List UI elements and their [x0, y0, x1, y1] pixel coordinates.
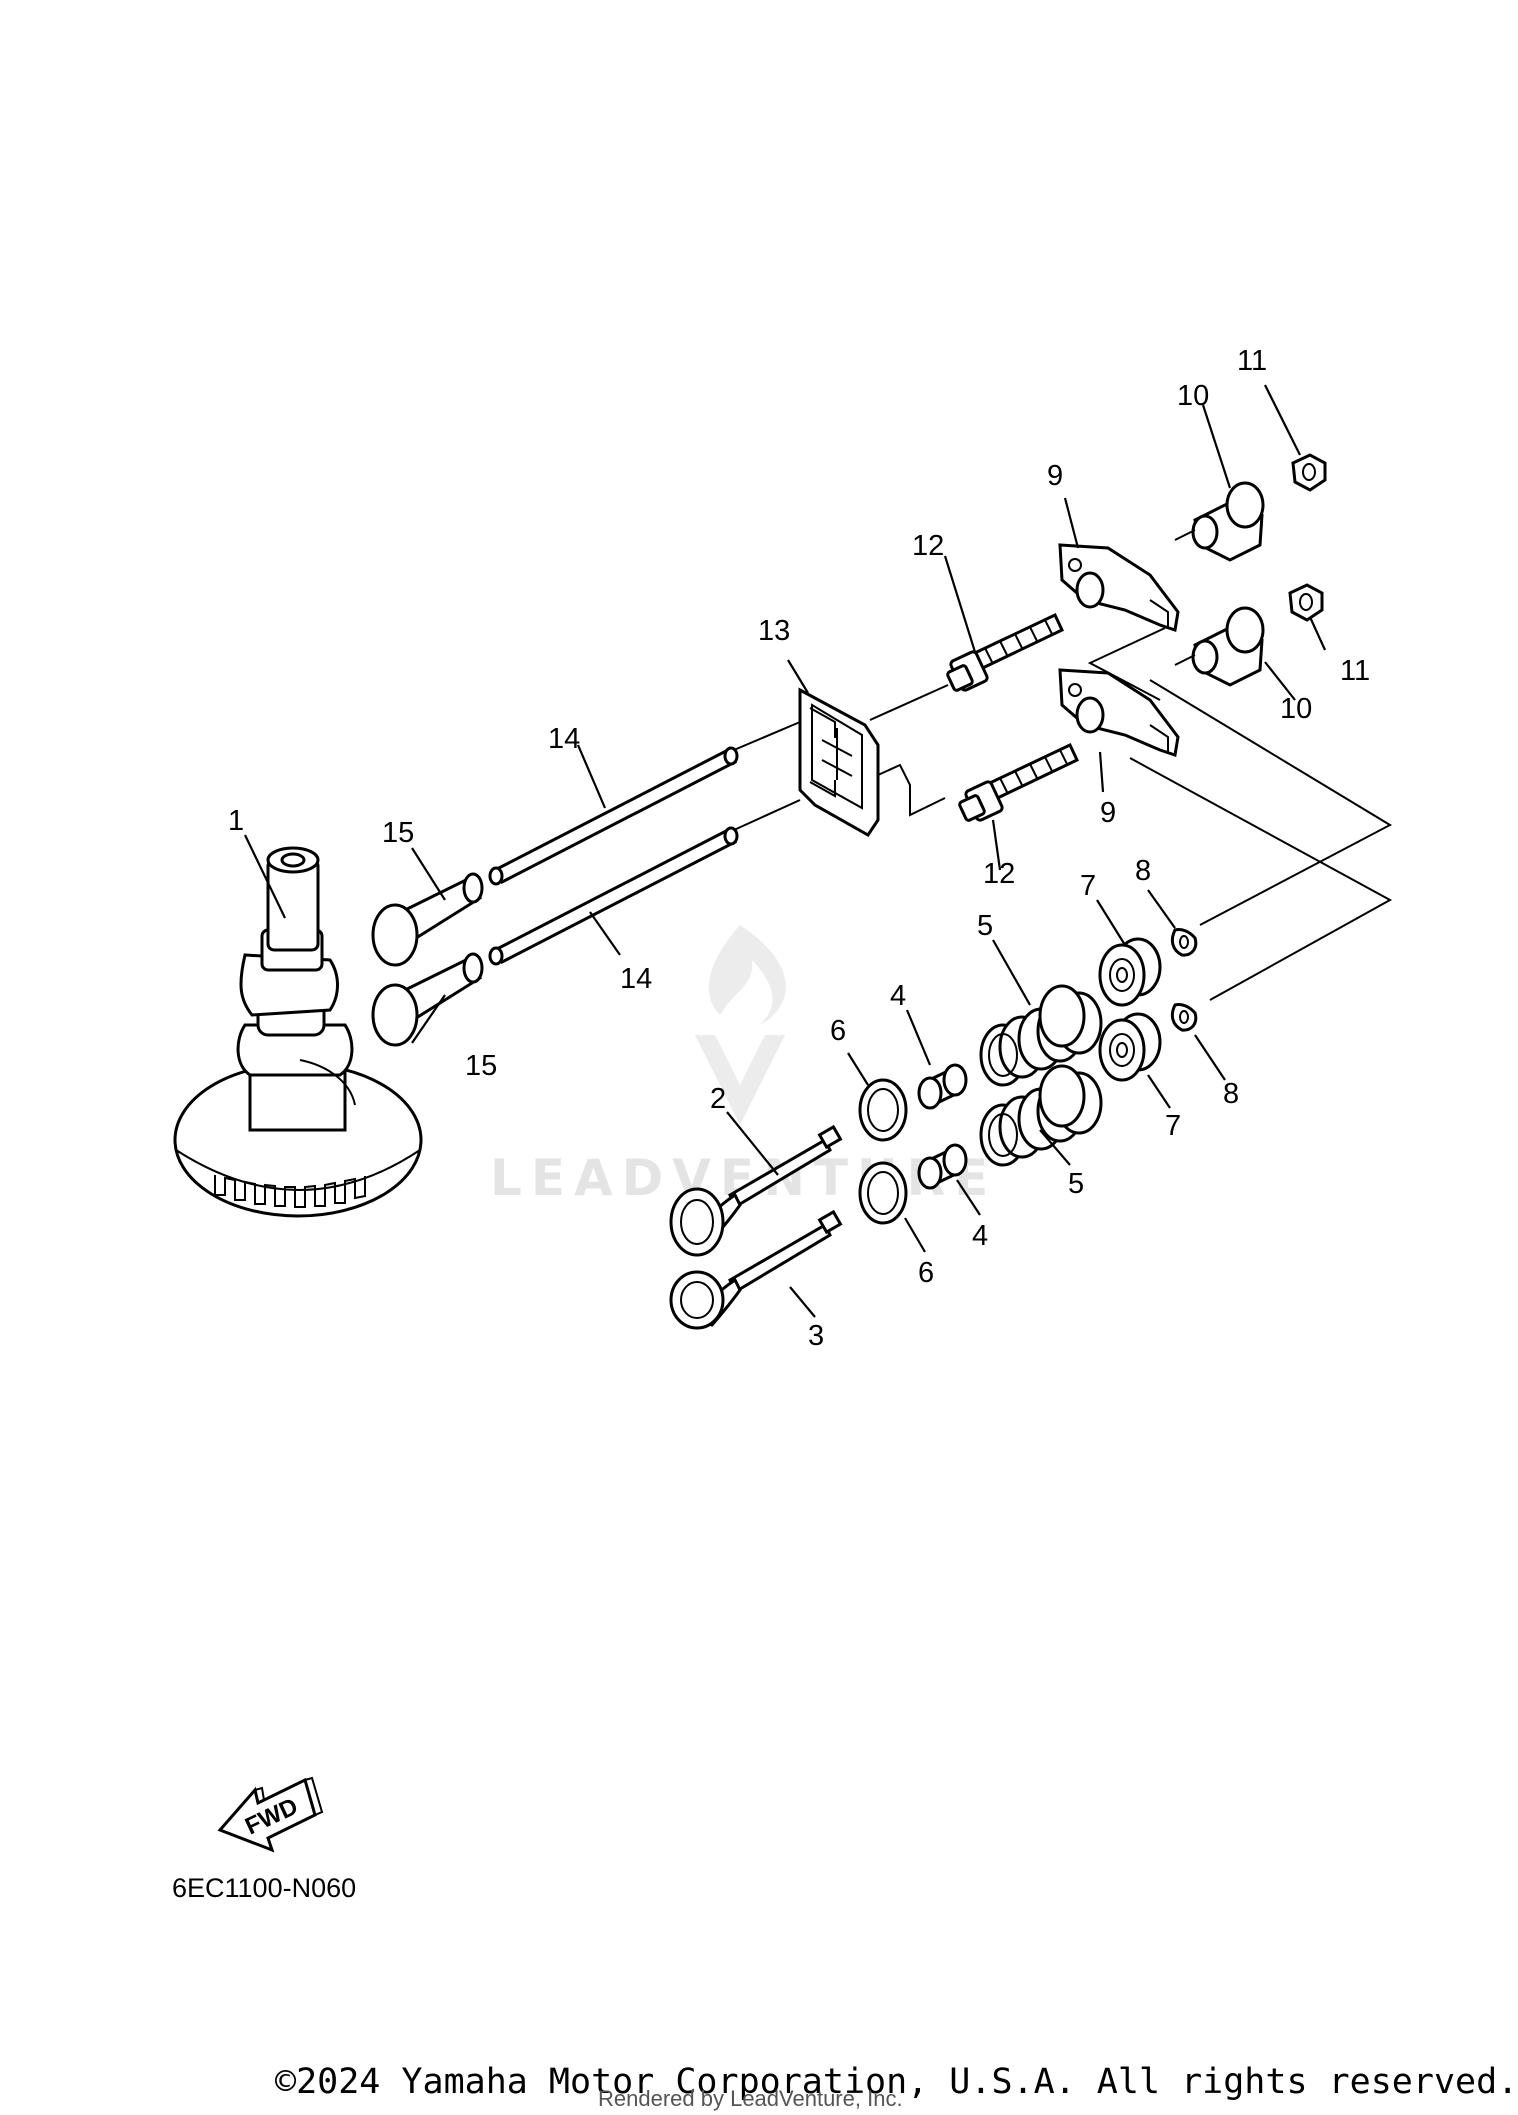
callout-14-lower: 14 [620, 963, 652, 995]
callout-14-upper: 14 [548, 723, 580, 755]
rocker-arm-stud-upper[interactable] [946, 612, 1064, 692]
valve-spring-upper[interactable] [979, 984, 1103, 1087]
rendered-by-credit: Rendered by LeadVenture, Inc. [598, 2086, 903, 2111]
callout-11-lower: 11 [1340, 655, 1370, 687]
valve-spring-retainer-lower[interactable] [1098, 1012, 1162, 1082]
callout-1: 1 [228, 805, 244, 837]
callout-2: 2 [710, 1083, 726, 1115]
leader-lines [244, 384, 1327, 1318]
fwd-arrow-icon: FWD [217, 1776, 324, 1853]
callout-7-lower: 7 [1165, 1110, 1181, 1142]
valve-lifter-lower[interactable] [371, 952, 484, 1047]
callout-9-lower: 9 [1100, 797, 1116, 829]
valve-spring-retainer-upper[interactable] [1098, 937, 1162, 1007]
camshaft-part[interactable] [173, 846, 423, 1218]
callout-15-upper: 15 [382, 817, 414, 849]
valve-spring-seat-upper[interactable] [858, 1078, 908, 1142]
callout-12-upper: 12 [912, 530, 944, 562]
callout-11-upper: 11 [1237, 345, 1267, 377]
nut-upper[interactable] [1291, 453, 1327, 492]
callout-8-upper: 8 [1135, 855, 1151, 887]
watermark-v-icon [695, 1035, 785, 1125]
valve-cotter-upper[interactable] [1170, 928, 1198, 957]
callout-4-lower: 4 [972, 1220, 988, 1252]
callout-10-upper: 10 [1177, 380, 1209, 412]
valve-spring-lower[interactable] [979, 1064, 1103, 1167]
valve-spring-seat-lower[interactable] [858, 1161, 908, 1225]
valve-stem-seal-upper[interactable] [917, 1063, 968, 1110]
valve-cotter-lower[interactable] [1170, 1003, 1198, 1032]
push-rod-lower[interactable] [488, 826, 739, 966]
assembly-guide-lines [733, 529, 1393, 1001]
push-rod-guide-plate[interactable] [798, 687, 880, 837]
callout-6-lower: 6 [918, 1257, 934, 1289]
callout-12-lower: 12 [983, 858, 1015, 890]
callout-15-lower: 15 [465, 1050, 497, 1082]
callout-3: 3 [808, 1320, 824, 1352]
rocker-arm-lower[interactable] [1058, 668, 1180, 757]
push-rod-upper[interactable] [488, 746, 739, 886]
callout-7-upper: 7 [1080, 870, 1096, 902]
exhaust-valve[interactable] [669, 1209, 843, 1330]
valve-stem-seal-lower[interactable] [917, 1143, 968, 1190]
rocker-arm-stud-lower[interactable] [958, 742, 1079, 822]
nut-lower[interactable] [1288, 583, 1324, 622]
callout-9-upper: 9 [1047, 460, 1063, 492]
diagram-code: 6EC1100-N060 [172, 1873, 356, 1903]
callout-6-upper: 6 [830, 1015, 846, 1047]
callout-10-lower: 10 [1280, 693, 1312, 725]
rocker-pivot-upper[interactable] [1191, 481, 1265, 562]
callout-5-lower: 5 [1068, 1168, 1084, 1200]
rocker-pivot-lower[interactable] [1191, 606, 1265, 687]
callout-5-upper: 5 [977, 910, 993, 942]
cam-gear-teeth [214, 1175, 366, 1208]
callout-8-lower: 8 [1223, 1078, 1239, 1110]
callout-13: 13 [758, 615, 790, 647]
callout-numbers: 1 2 3 4 4 5 5 6 6 7 7 8 8 9 9 10 10 11 1… [228, 345, 1370, 1352]
watermark-flame-icon [708, 925, 786, 1025]
valve-lifter-upper[interactable] [371, 872, 484, 967]
rocker-arm-upper[interactable] [1058, 543, 1180, 632]
copyright-notice: ©2024 Yamaha Motor Corporation, U.S.A. A… [275, 2062, 1518, 2102]
intake-valve[interactable] [669, 1124, 843, 1257]
callout-4-upper: 4 [890, 980, 906, 1012]
